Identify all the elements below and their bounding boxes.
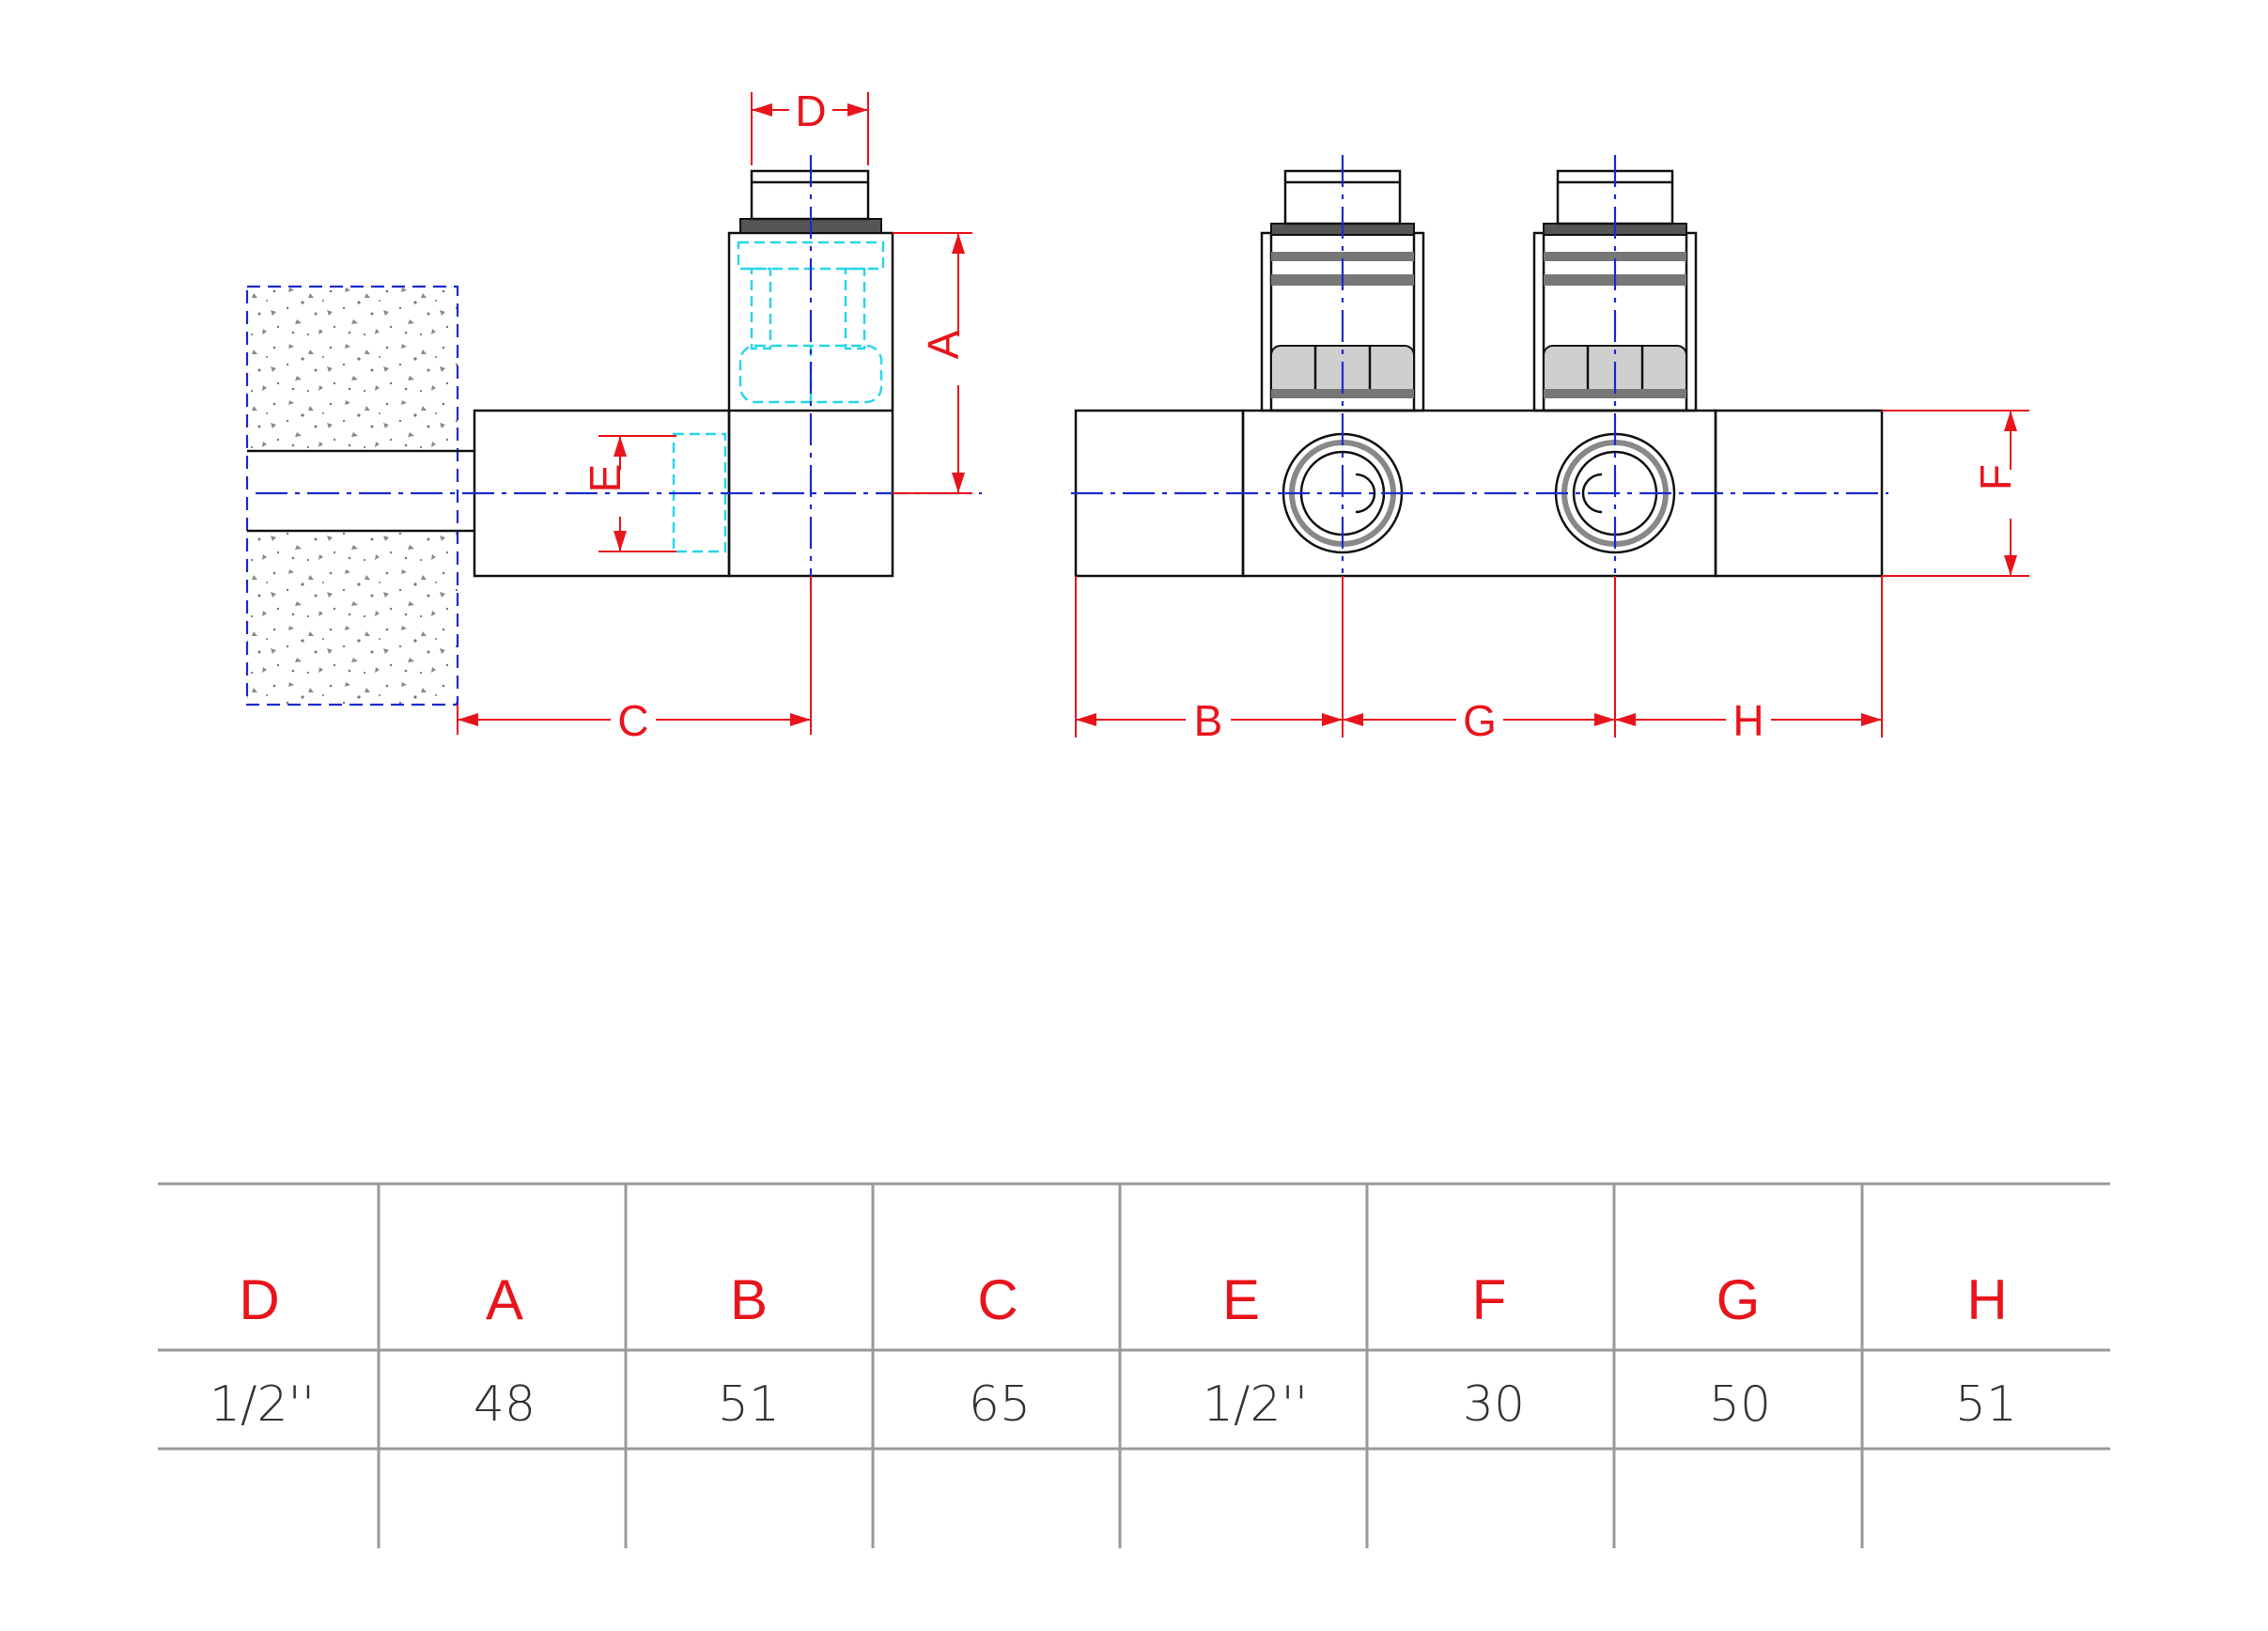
dimension-e-label: E <box>581 464 629 493</box>
wall-section <box>245 285 478 707</box>
header-cell: A <box>486 1268 523 1331</box>
value-cell: 51 <box>718 1376 780 1433</box>
dimension-b-g-h: B G H <box>1075 576 1883 745</box>
dimension-d: D <box>751 86 869 165</box>
dimension-e: E <box>581 435 676 552</box>
dimension-g-label: G <box>1463 696 1497 745</box>
dimension-f-label: F <box>1971 464 2020 490</box>
value-cell: 51 <box>1955 1376 2017 1433</box>
value-cell: 48 <box>474 1376 536 1433</box>
dimension-f: F <box>1882 410 2029 577</box>
header-cell: E <box>1222 1268 1260 1331</box>
side-view: D A E C <box>245 86 982 745</box>
value-cell: 50 <box>1709 1376 1771 1433</box>
value-cell: 65 <box>969 1376 1031 1433</box>
header-cell: B <box>730 1268 768 1331</box>
table-header-row: D A B C E F G H <box>239 1268 2007 1331</box>
hidden-internal-fitting <box>672 241 885 553</box>
table-value-row: 1/2'' 48 51 65 1/2'' 30 50 51 <box>210 1376 2017 1433</box>
header-cell: H <box>1966 1268 2007 1331</box>
value-cell: 1/2'' <box>210 1376 315 1433</box>
dimension-d-label: D <box>795 86 826 135</box>
header-cell: F <box>1472 1268 1507 1331</box>
value-cell: 30 <box>1463 1376 1525 1433</box>
dimension-b-label: B <box>1194 696 1223 745</box>
dimension-a-label: A <box>919 330 968 359</box>
value-cell: 1/2'' <box>1203 1376 1308 1433</box>
front-view: F B G H <box>1071 155 2029 745</box>
header-cell: C <box>977 1268 1017 1331</box>
dimension-h-label: H <box>1732 696 1763 745</box>
dimension-c-label: C <box>617 696 648 745</box>
dimension-c: C <box>457 576 812 745</box>
dimension-table: D A B C E F G H 1/2'' 48 51 65 1/2'' 30 … <box>158 1182 2110 1548</box>
dimension-a: A <box>893 232 972 494</box>
header-cell: D <box>239 1268 279 1331</box>
header-cell: G <box>1717 1268 1761 1331</box>
